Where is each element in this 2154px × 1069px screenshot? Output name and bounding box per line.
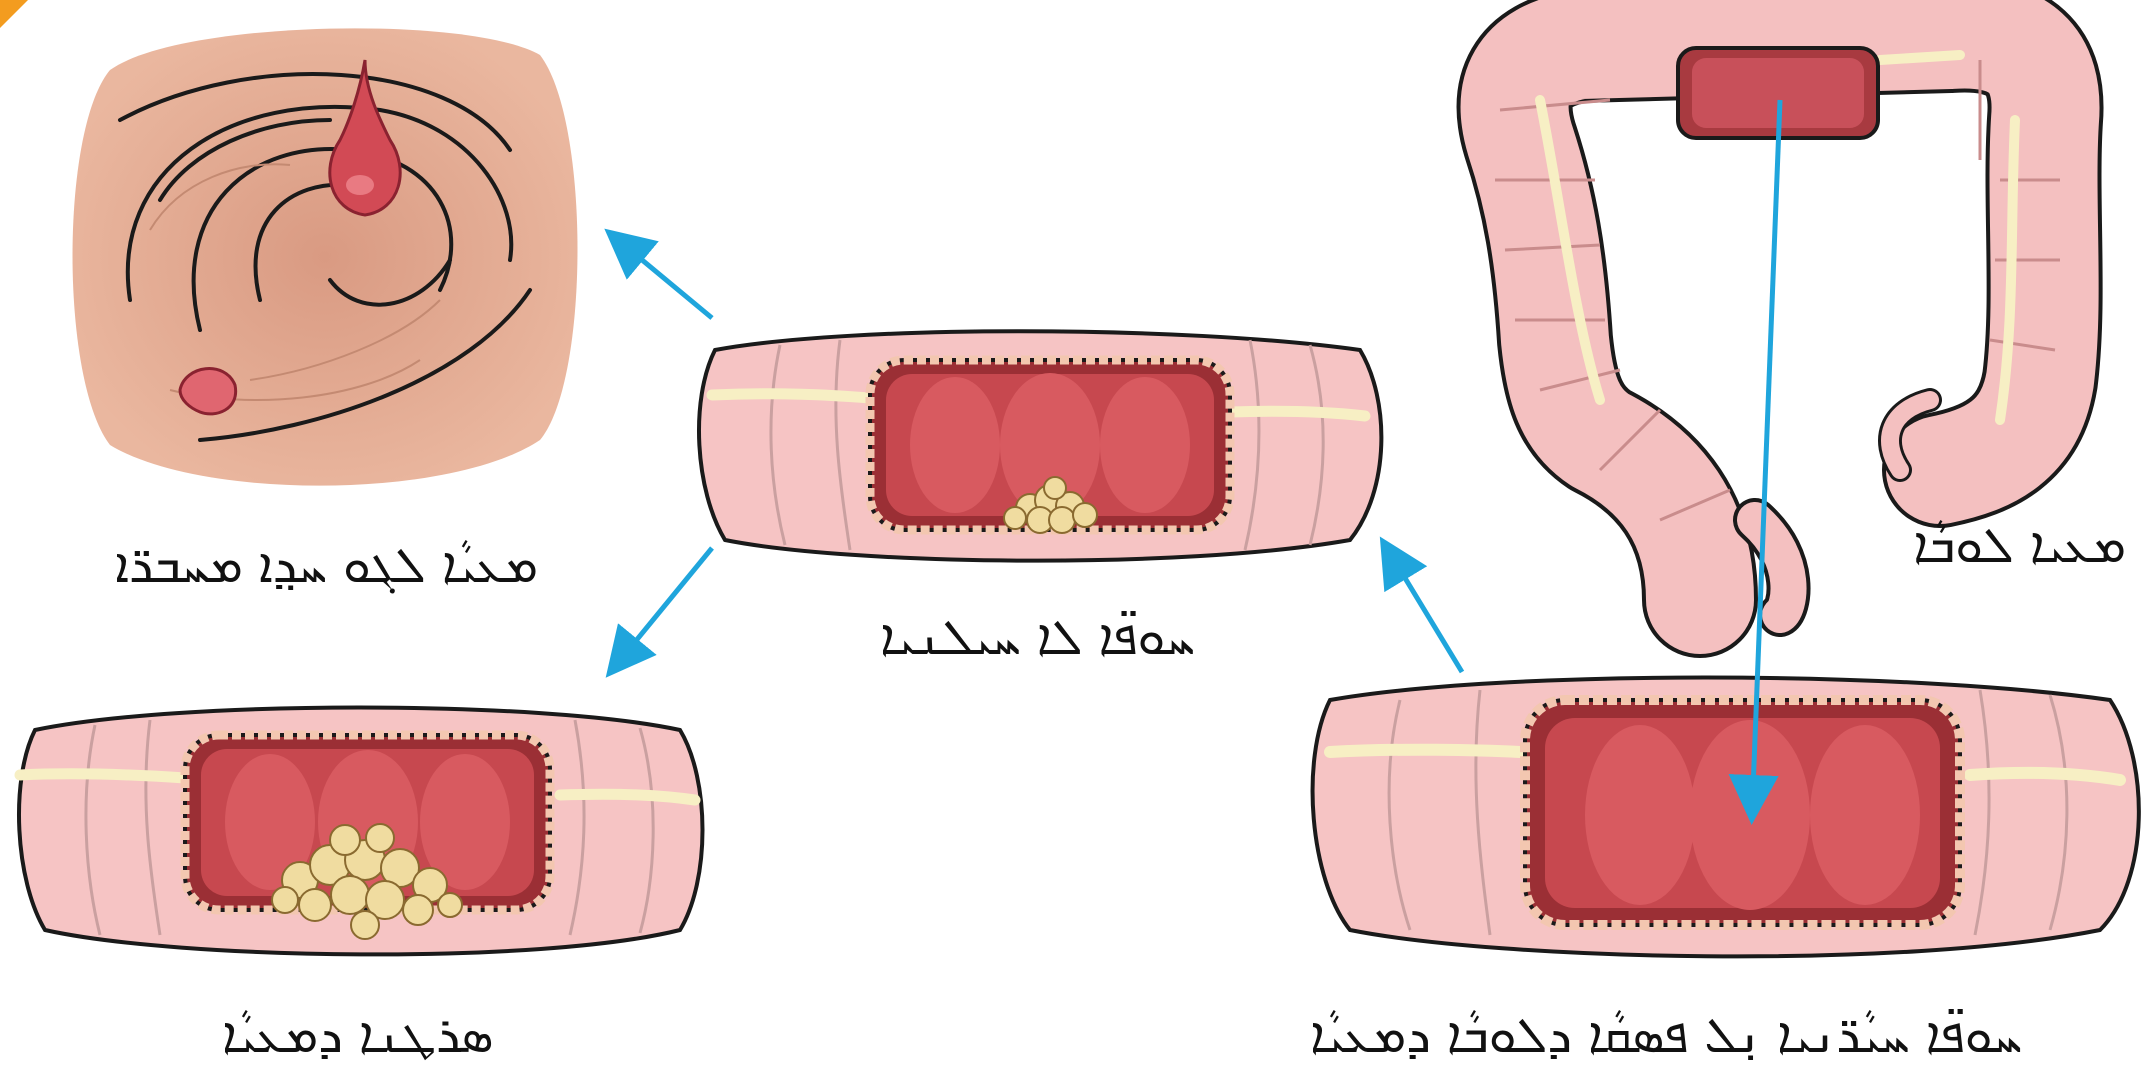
healthy-colon-section — [1313, 678, 2139, 957]
label-whole-colon: ܡܥܝܐ ܠܘܒܵܐ — [1913, 520, 2126, 570]
label-healthy-section: ܚܘܦ̈ܐ ܚܝܵܪ̈ܢܝܐ ܢ݂ܠ ܦܣܩܵܐ ܕܠܘܒܵܐ ܕܡܥܝܵܐ — [1310, 1010, 2022, 1060]
small-polyp — [180, 369, 236, 414]
label-small-tumor: ܚܘܦ̈ܐ ܠܐ ܚܝܠܢܝܐ — [880, 612, 1195, 662]
label-cancer-section: ܣܪܛܢܐ ܕܡܥܝܵܐ — [222, 1010, 494, 1060]
label-polyp-view: ܡܥܝܵܐ ܠܓܘ ܚܕ݂ܐ ܡܚܒܪ̈ܐ — [115, 540, 538, 590]
arrow-section-to-benign — [1385, 545, 1462, 672]
arrow-benign-to-cancer — [612, 548, 712, 670]
arrow-benign-to-polyp — [612, 235, 712, 318]
cancer-colon-section — [19, 708, 703, 955]
polyp-interior-view — [73, 28, 578, 485]
benign-tumor-section — [699, 331, 1381, 560]
